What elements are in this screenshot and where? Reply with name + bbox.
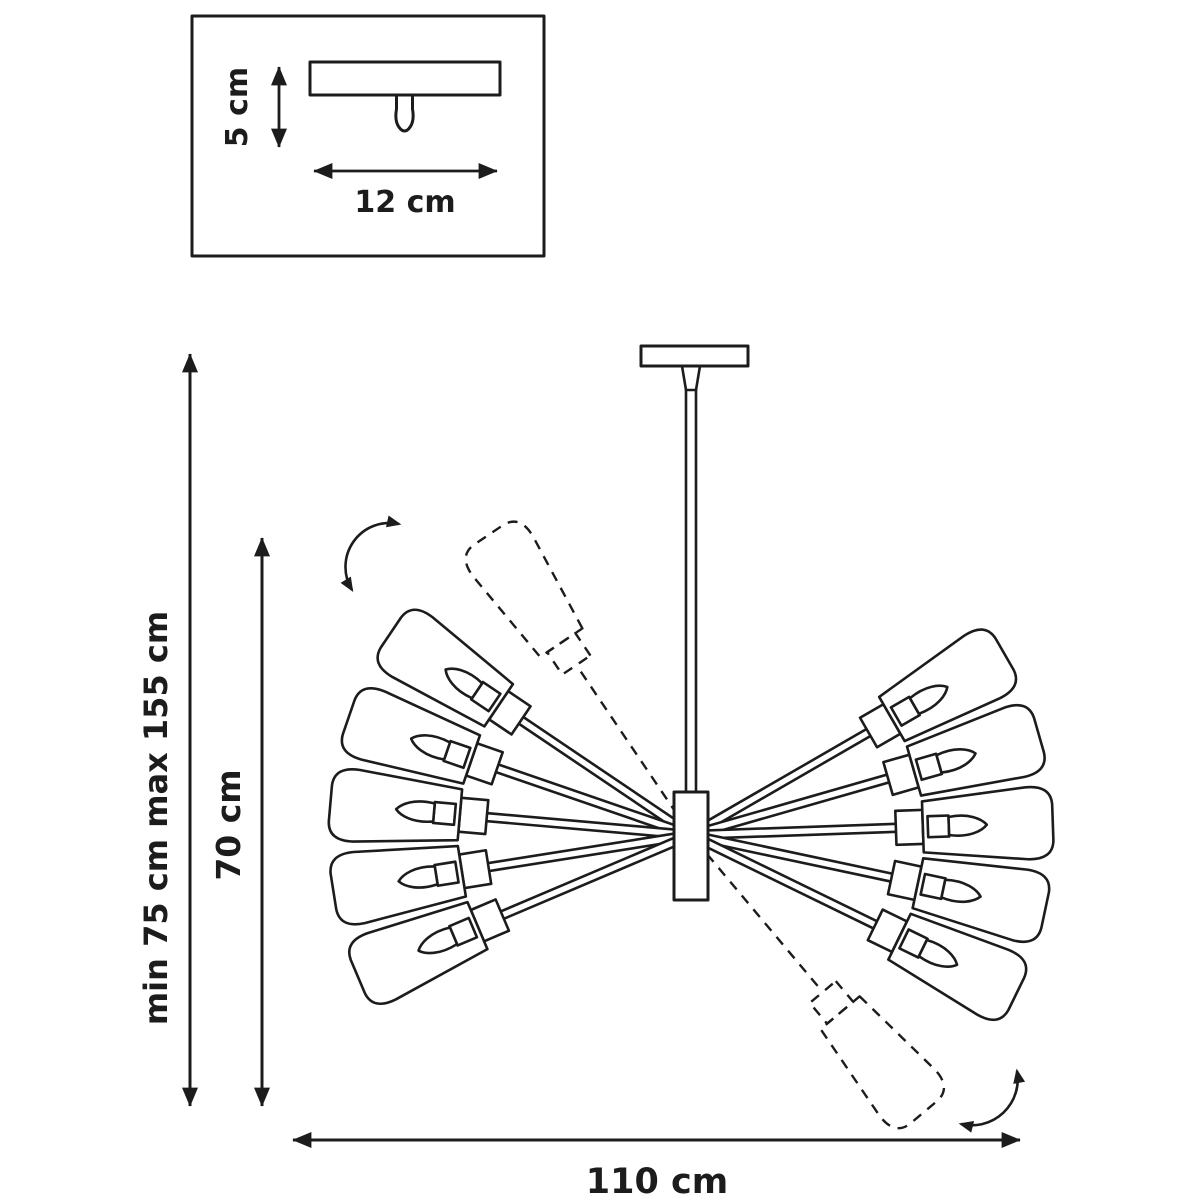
canopy-detail-inset: 5 cm 12 cm [190, 14, 546, 258]
dimension-lines: min 75 cm max 155 cm 70 cm 110 cm [137, 353, 1021, 1200]
chandelier [325, 344, 1056, 1137]
canopy-plate [308, 60, 502, 97]
inset-width-label: 12 cm [354, 185, 455, 220]
rod-neck [680, 364, 702, 392]
overall-height-label: min 75 cm max 155 cm [137, 611, 175, 1025]
inset-height-label: 5 cm [220, 67, 255, 147]
rotation-arrow-bottom-right-icon [958, 1068, 1026, 1133]
rotation-arrow-top-left-icon [340, 515, 402, 593]
fixture-width-label: 110 cm [586, 1162, 728, 1200]
suspension-rod [684, 386, 698, 796]
canopy-hook [394, 93, 415, 133]
ceiling-plate [639, 344, 750, 368]
fixture-height-label: 70 cm [209, 769, 248, 880]
central-hub [672, 790, 710, 902]
inset-border [190, 14, 546, 258]
